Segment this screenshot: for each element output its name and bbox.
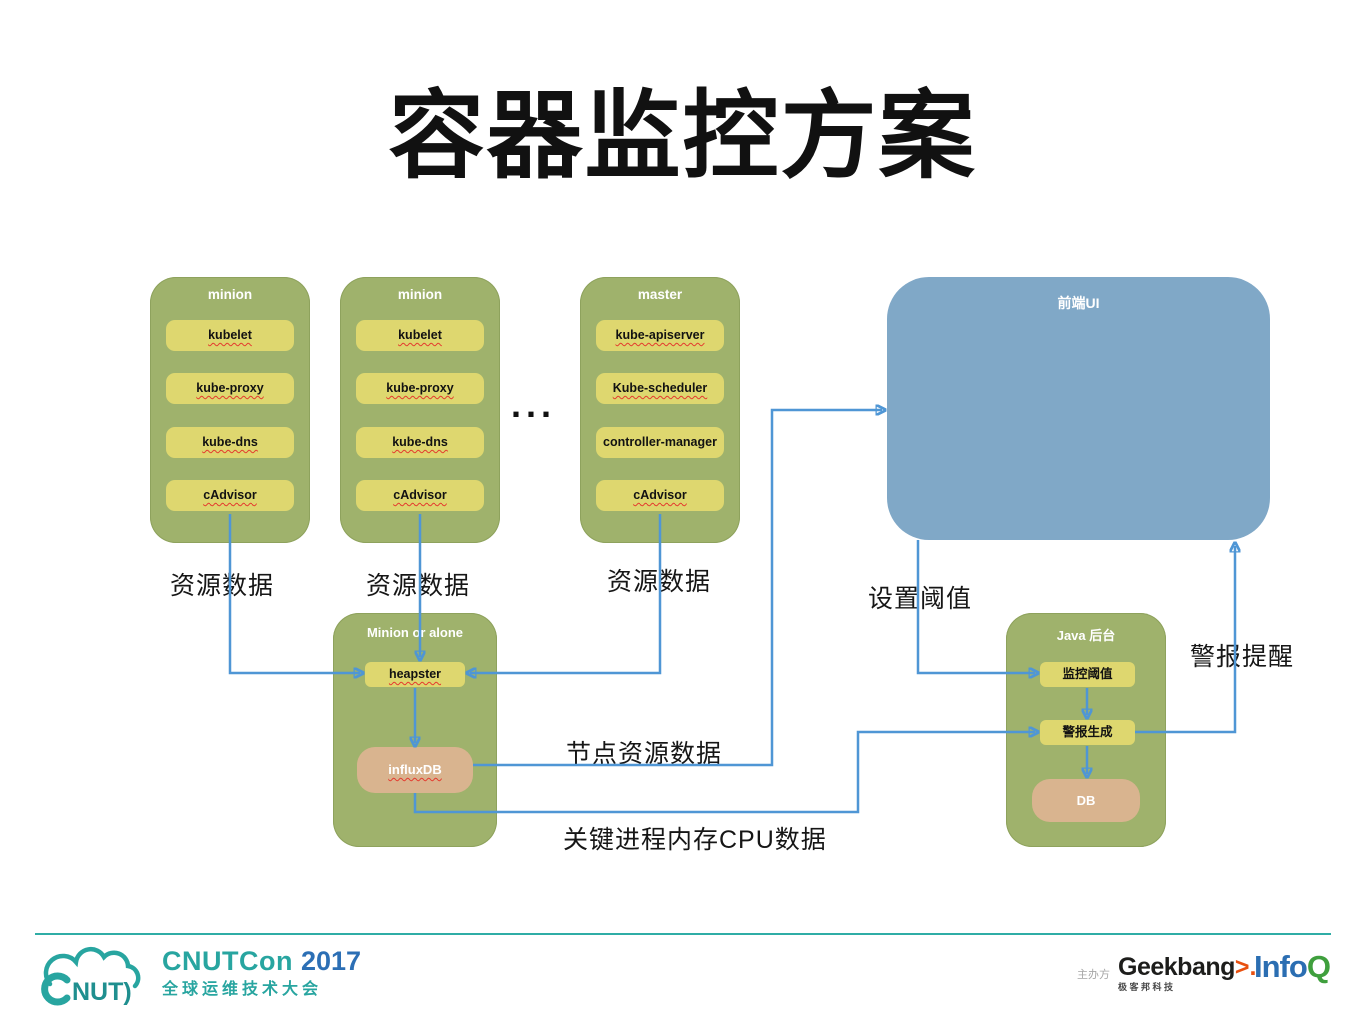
node-java-backend: Java 后台 监控阈值 警报生成 DB bbox=[1006, 613, 1166, 847]
cnutcon-name: CNUTCon bbox=[162, 946, 301, 976]
component-controller-manager: controller-manager bbox=[596, 427, 724, 458]
frontend-ui-title: 前端UI bbox=[1057, 295, 1100, 311]
geekbang-subtitle: 极客邦科技 bbox=[1118, 982, 1176, 992]
geekbang-logo: Geekbang>. 极客邦科技 bbox=[1118, 955, 1256, 992]
component-label: kubelet bbox=[208, 328, 252, 342]
component-kube-proxy: kube-proxy bbox=[356, 373, 484, 404]
component-label: kube-apiserver bbox=[615, 328, 705, 342]
component-cadvisor: cAdvisor bbox=[596, 480, 724, 511]
component-label: kubelet bbox=[398, 328, 442, 342]
label-set-threshold: 设置阈值 bbox=[868, 585, 973, 613]
component-label: kube-proxy bbox=[386, 381, 454, 395]
label-process-mem-cpu-data: 关键进程内存CPU数据 bbox=[563, 826, 827, 854]
label-node-resource-data: 节点资源数据 bbox=[566, 740, 723, 768]
component-monitor-threshold: 监控阈值 bbox=[1040, 662, 1135, 687]
component-kube-scheduler: Kube-scheduler bbox=[596, 373, 724, 404]
group-title: minion bbox=[397, 287, 443, 302]
component-label: kube-proxy bbox=[196, 381, 264, 395]
host-label: 主办方 bbox=[1077, 969, 1110, 981]
node-group-minion-2: minion kubelet kube-proxy kube-dns cAdvi… bbox=[340, 277, 500, 543]
component-label: Kube-scheduler bbox=[612, 381, 708, 395]
component-kube-apiserver: kube-apiserver bbox=[596, 320, 724, 351]
infoq-logo: InfoQ bbox=[1254, 951, 1331, 982]
component-db: DB bbox=[1032, 779, 1140, 822]
component-kube-dns: kube-dns bbox=[166, 427, 294, 458]
label-alert-notify: 警报提醒 bbox=[1190, 643, 1295, 671]
component-influxdb: influxDB bbox=[357, 747, 473, 793]
cnut-logo-text: NUT) bbox=[72, 978, 132, 1006]
component-kubelet: kubelet bbox=[356, 320, 484, 351]
collector-title: Minion or alone bbox=[366, 625, 464, 640]
component-label: DB bbox=[1076, 793, 1096, 808]
slide-title: 容器监控方案 bbox=[388, 83, 977, 190]
node-group-minion-1: minion kubelet kube-proxy kube-dns cAdvi… bbox=[150, 277, 310, 543]
node-collector: Minion or alone heapster influxDB bbox=[333, 613, 497, 847]
component-label: cAdvisor bbox=[393, 488, 447, 502]
component-kube-dns: kube-dns bbox=[356, 427, 484, 458]
component-label: kube-dns bbox=[202, 435, 258, 449]
component-cadvisor: cAdvisor bbox=[356, 480, 484, 511]
footer-divider bbox=[35, 933, 1331, 935]
arrow-influxdb-to-alert-generate bbox=[413, 732, 1035, 814]
infoq-part1: Info bbox=[1254, 949, 1308, 984]
gear-c-icon bbox=[41, 972, 71, 1006]
component-heapster: heapster bbox=[365, 662, 465, 687]
cnutcon-year: 2017 bbox=[300, 946, 362, 976]
cloud-outline-icon bbox=[43, 946, 141, 989]
group-title: minion bbox=[207, 287, 253, 302]
component-alert-generate: 警报生成 bbox=[1040, 720, 1135, 745]
component-label: controller-manager bbox=[603, 435, 717, 449]
infoq-part2: Q bbox=[1306, 949, 1331, 984]
cnutcon-wordmark: CNUTCon 2017 全球运维技术大会 bbox=[162, 948, 361, 998]
component-label: cAdvisor bbox=[203, 488, 257, 502]
component-kubelet: kubelet bbox=[166, 320, 294, 351]
cnutcon-cloud-logo: NUT) bbox=[41, 946, 141, 1006]
ellipsis-more-nodes: ... bbox=[511, 384, 557, 425]
group-title: master bbox=[637, 287, 683, 302]
component-label: 监控阈值 bbox=[1062, 667, 1113, 681]
geekbang-part1: Geek bbox=[1118, 953, 1178, 981]
geekbang-part3: >. bbox=[1234, 953, 1257, 981]
node-frontend-ui: 前端UI bbox=[887, 277, 1270, 540]
component-label: influxDB bbox=[388, 762, 442, 777]
label-resource-data-2: 资源数据 bbox=[366, 572, 471, 600]
label-resource-data-3: 资源数据 bbox=[607, 568, 712, 596]
component-label: 警报生成 bbox=[1062, 725, 1113, 739]
backend-title: Java 后台 bbox=[1056, 628, 1116, 643]
component-label: kube-dns bbox=[392, 435, 448, 449]
component-kube-proxy: kube-proxy bbox=[166, 373, 294, 404]
component-label: cAdvisor bbox=[633, 488, 687, 502]
component-label: heapster bbox=[388, 667, 442, 681]
geekbang-part2: bang bbox=[1177, 953, 1235, 981]
component-cadvisor: cAdvisor bbox=[166, 480, 294, 511]
label-resource-data-1: 资源数据 bbox=[170, 572, 275, 600]
cnutcon-subtitle: 全球运维技术大会 bbox=[162, 981, 323, 998]
node-group-master: master kube-apiserver Kube-scheduler con… bbox=[580, 277, 740, 543]
